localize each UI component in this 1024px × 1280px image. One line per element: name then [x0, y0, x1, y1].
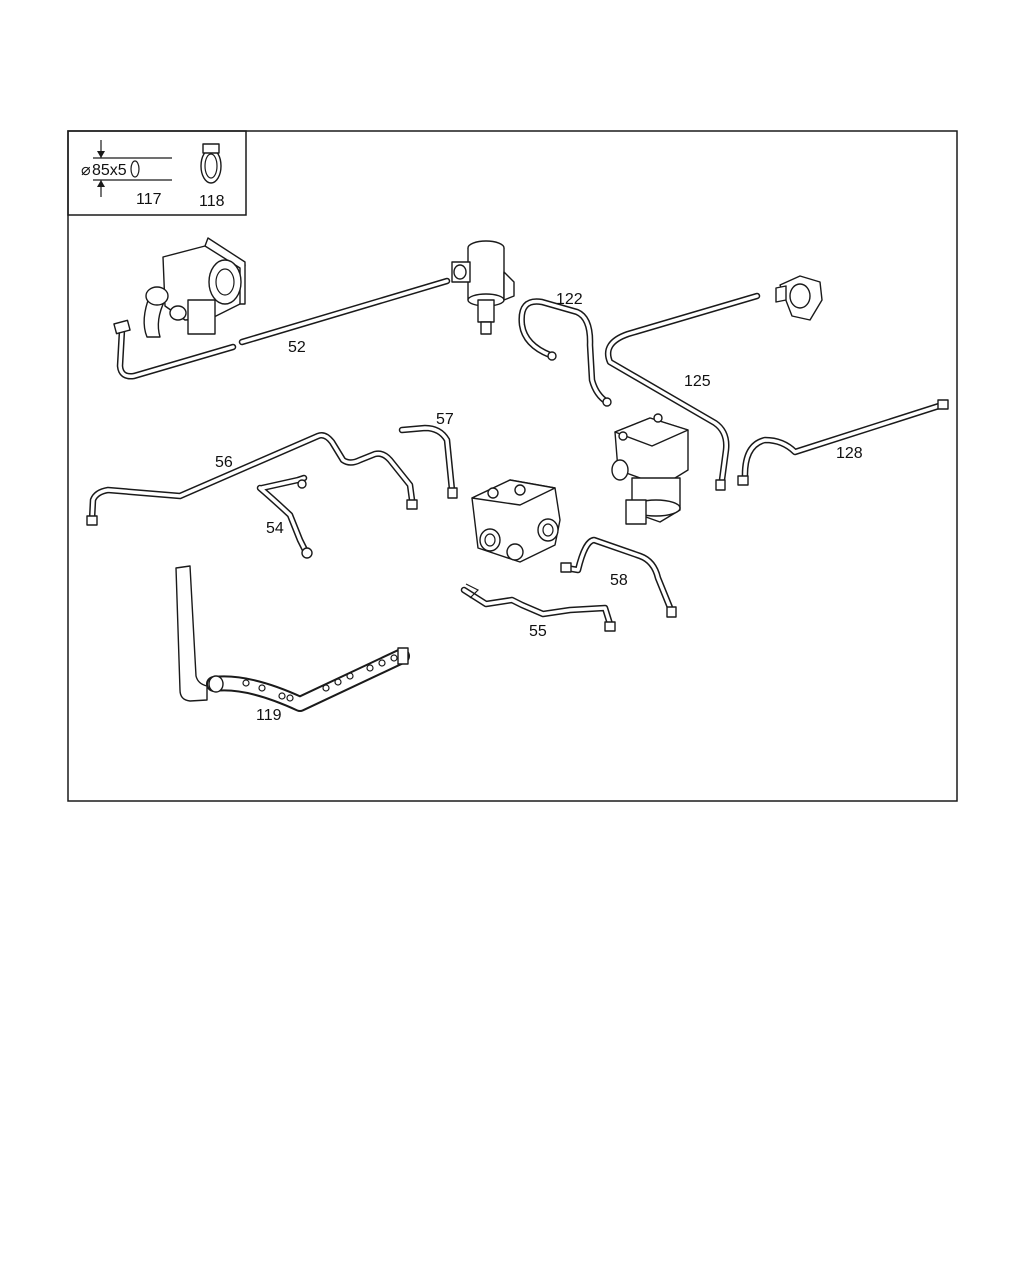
- trailer-control-valve-icon: [611, 413, 689, 525]
- callout-56: 56: [215, 454, 233, 471]
- hand-brake-valve-icon: [143, 237, 246, 338]
- relay-valve-icon: [451, 240, 515, 335]
- pipe-54: [256, 474, 313, 559]
- callout-57: 57: [436, 411, 454, 428]
- dimension-symbol: ⌀: [81, 162, 91, 179]
- hose-clamp-icon: [200, 143, 222, 184]
- callout-52: 52: [288, 339, 306, 356]
- callout-54: 54: [266, 520, 284, 537]
- callout-55: 55: [529, 623, 547, 640]
- pipe-56: [86, 432, 418, 526]
- multi-circuit-valve-icon: [471, 479, 561, 563]
- o-ring-icon: [130, 160, 140, 178]
- label-118: 118: [199, 193, 225, 210]
- pipe-58: [560, 536, 677, 618]
- callout-122: 122: [556, 291, 583, 308]
- pressure-switch-icon: [775, 275, 823, 321]
- pipe-125: [604, 292, 761, 491]
- pipe-55: [460, 583, 616, 632]
- pipe-122: [518, 298, 612, 407]
- inset-box: ⌀ 85x5 117 118: [67, 130, 247, 216]
- callout-58: 58: [610, 572, 628, 589]
- pipe-57: [398, 424, 458, 499]
- dimension-label: 85x5: [92, 162, 127, 179]
- pipe-52: [113, 277, 451, 380]
- callout-119: 119: [256, 707, 282, 724]
- callout-128: 128: [836, 445, 863, 462]
- hose-119: [175, 565, 410, 712]
- pipe-128: [737, 399, 949, 486]
- label-117: 117: [136, 191, 162, 208]
- callout-125: 125: [684, 373, 711, 390]
- diagram-frame: [67, 130, 958, 802]
